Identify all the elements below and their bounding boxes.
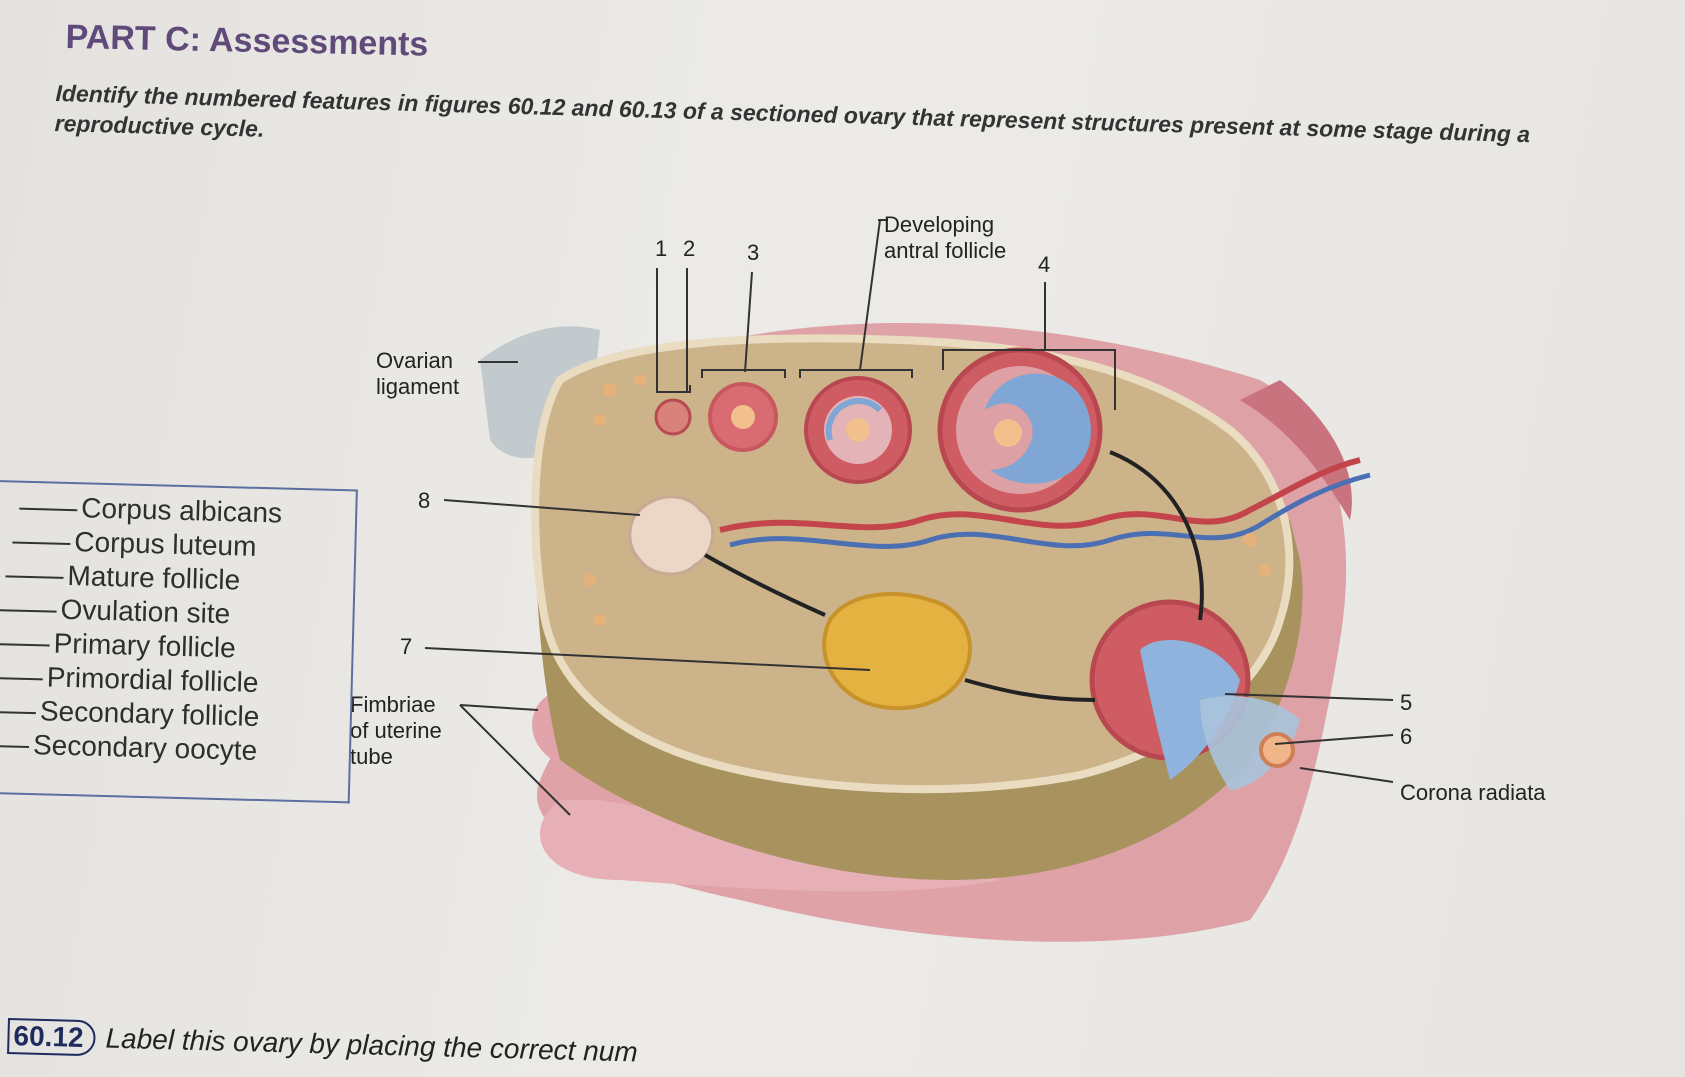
primordial-dot [594,614,606,626]
answer-blank[interactable] [19,507,78,512]
key-item-ovulation-site[interactable]: Ovulation site [0,592,231,630]
answer-blank[interactable] [0,676,43,681]
blood-vessel-blue [729,472,1371,549]
key-item-primordial-follicle[interactable]: Primordial follicle [0,660,259,699]
label-ovarian-ligament: Ovarian ligament [376,348,460,399]
answer-blank[interactable] [0,642,50,647]
key-item-mature-follicle[interactable]: Mature follicle [5,558,241,596]
cycle-arrow [704,553,826,617]
key-item-primary-follicle[interactable]: Primary follicle [0,626,236,664]
label-number-5: 5 [1400,690,1413,715]
secondary-oocyte-shape [1259,732,1295,768]
leader-lines [424,219,1394,816]
label-fimbriae: Fimbriae of uterine tube [350,692,442,769]
answer-blank[interactable] [12,541,71,546]
answer-blank[interactable] [0,710,36,715]
cycle-arrow [1109,450,1204,621]
label-number-4: 4 [1038,252,1051,277]
answer-blank[interactable] [5,575,64,579]
answer-blank[interactable] [0,744,30,749]
label-number-6: 6 [1400,724,1413,749]
primordial-dot [594,414,606,426]
answer-key-box: Corpus albicans Corpus luteum Mature fol… [0,480,358,804]
primary-follicle-shape [654,398,692,436]
label-number-3: 3 [747,240,760,265]
key-item-corpus-albicans[interactable]: Corpus albicans [19,491,282,530]
released-fluid [1200,696,1300,790]
primordial-dot [1243,533,1257,547]
label-number-8: 8 [418,488,431,513]
label-number-2: 2 [683,236,696,261]
cycle-arrow [964,678,1096,702]
key-item-corpus-luteum[interactable]: Corpus luteum [12,525,257,563]
answer-blank[interactable] [0,609,57,613]
figure-number-badge: 60.12 [7,1018,97,1057]
key-item-secondary-follicle[interactable]: Secondary follicle [0,694,260,733]
primordial-dot [603,383,617,397]
primordial-dot [634,374,646,386]
label-number-7: 7 [400,634,413,659]
primordial-dot [584,574,596,586]
primordial-dot [1259,564,1271,576]
label-developing-antral-follicle: Developing antral follicle [884,212,1007,263]
corpus-albicans-shape [628,495,715,576]
fimbria-finger-3 [1240,380,1352,520]
blood-vessel-red [719,457,1361,533]
corpus-luteum-shape [822,592,972,711]
label-corona-radiata: Corona radiata [1400,780,1546,805]
label-number-1: 1 [655,236,668,261]
key-item-secondary-oocyte[interactable]: Secondary oocyte [0,727,258,766]
